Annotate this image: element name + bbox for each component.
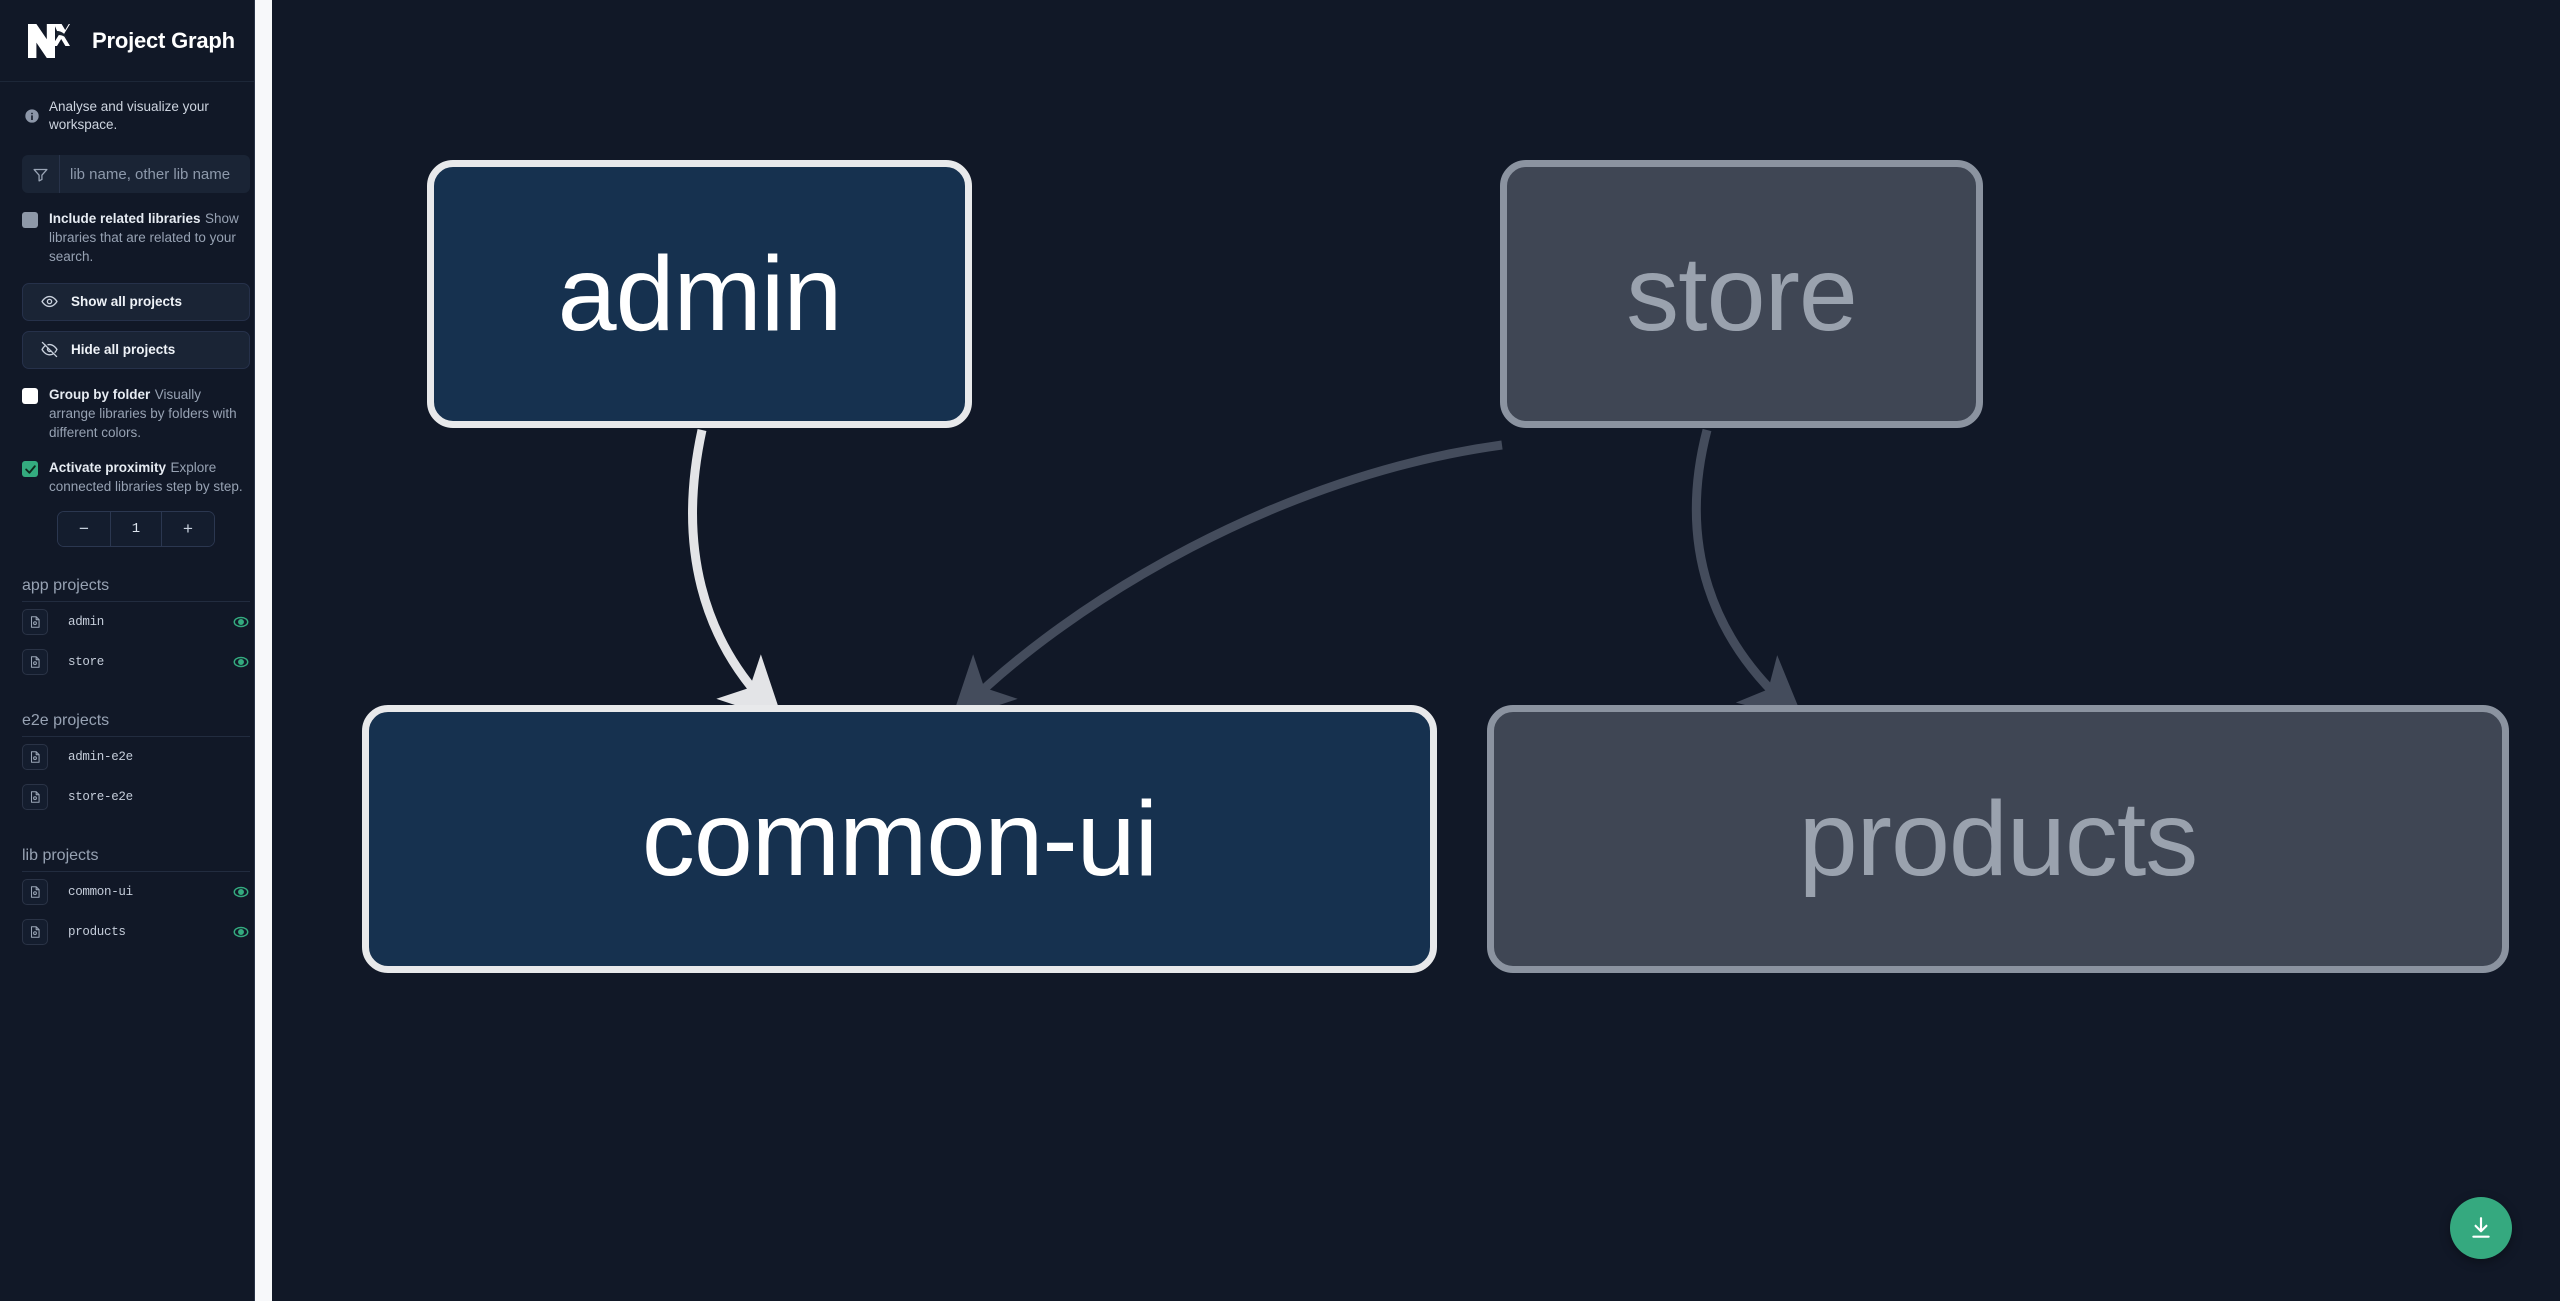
- project-group: e2e projects admin-e2e store-e2e: [0, 712, 272, 817]
- eye-icon: [41, 293, 58, 310]
- group-by-folder-option[interactable]: Group by folder Visually arrange librari…: [0, 369, 272, 443]
- tagline: Analyse and visualize your workspace.: [0, 82, 272, 145]
- download-graph-button[interactable]: [2450, 1197, 2512, 1259]
- project-name: admin-e2e: [68, 749, 133, 764]
- project-file-icon: [22, 743, 48, 770]
- show-all-projects-button[interactable]: Show all projects: [22, 282, 250, 321]
- info-icon: [24, 108, 40, 124]
- project-list-item[interactable]: admin: [22, 602, 250, 642]
- graph-canvas[interactable]: admin store common-ui products: [272, 0, 2560, 1301]
- show-all-projects-label: Show all projects: [71, 294, 183, 310]
- graph-node-common-ui[interactable]: common-ui: [362, 705, 1437, 973]
- group-by-folder-title: Group by folder: [49, 386, 151, 402]
- project-name: products: [68, 924, 126, 939]
- project-visibility-eye-icon[interactable]: [232, 653, 250, 671]
- project-file-icon: [22, 608, 48, 635]
- graph-node-label: store: [1626, 234, 1858, 353]
- tagline-text: Analyse and visualize your workspace.: [49, 99, 209, 132]
- project-list-item[interactable]: store-e2e: [22, 777, 250, 817]
- sidebar: Project Graph Analyse and visualize your…: [0, 0, 272, 1301]
- download-icon: [2468, 1215, 2494, 1241]
- project-file-icon: [22, 878, 48, 905]
- hide-all-projects-label: Hide all projects: [71, 342, 176, 358]
- eye-off-icon: [41, 341, 58, 358]
- project-visibility-eye-icon[interactable]: [232, 883, 250, 901]
- project-group-title: lib projects: [22, 847, 250, 872]
- project-name: store: [68, 654, 105, 669]
- project-name: admin: [68, 614, 105, 629]
- sidebar-scrollbar[interactable]: [254, 0, 272, 1301]
- project-file-icon: [22, 918, 48, 945]
- project-list-item[interactable]: admin-e2e: [22, 737, 250, 777]
- project-group: lib projects common-ui products: [0, 847, 272, 952]
- group-by-folder-checkbox[interactable]: [22, 387, 38, 404]
- activate-proximity-description: Explore connected libraries step by step…: [49, 460, 243, 495]
- hide-all-projects-button[interactable]: Hide all projects: [22, 330, 250, 369]
- graph-node-admin[interactable]: admin: [427, 160, 972, 428]
- sidebar-scroll-area[interactable]: Project Graph Analyse and visualize your…: [0, 0, 272, 1301]
- project-visibility-eye-icon[interactable]: [232, 613, 250, 631]
- filter-funnel-icon: [22, 155, 60, 194]
- project-list-item[interactable]: common-ui: [22, 872, 250, 912]
- project-name: store-e2e: [68, 789, 133, 804]
- activate-proximity-title: Activate proximity: [49, 460, 167, 476]
- proximity-stepper-wrap: − 1 +: [0, 497, 272, 547]
- project-list-item[interactable]: products: [22, 912, 250, 952]
- graph-node-label: common-ui: [641, 779, 1158, 898]
- include-related-option[interactable]: Include related libraries Show libraries…: [0, 193, 272, 267]
- proximity-stepper[interactable]: − 1 +: [57, 510, 215, 547]
- graph-node-label: products: [1798, 779, 2199, 898]
- activate-proximity-checkbox[interactable]: [22, 461, 38, 478]
- project-groups: app projects admin store e2e projects admin-…: [0, 577, 272, 952]
- sidebar-header: Project Graph: [0, 0, 272, 82]
- page-title: Project Graph: [92, 27, 235, 53]
- project-group-title: app projects: [22, 577, 250, 602]
- proximity-decrement-button[interactable]: −: [58, 511, 110, 546]
- graph-node-label: admin: [557, 234, 843, 353]
- include-related-description: Show libraries that are related to your …: [49, 211, 239, 265]
- edge-store-to-products: [1691, 428, 1804, 721]
- include-related-checkbox[interactable]: [22, 212, 38, 229]
- search-section: [0, 145, 272, 194]
- graph-edges-layer: [688, 428, 1804, 722]
- proximity-value: 1: [110, 511, 162, 546]
- activate-proximity-option[interactable]: Activate proximity Explore connected lib…: [0, 442, 272, 496]
- project-file-icon: [22, 783, 48, 810]
- graph-node-store[interactable]: store: [1500, 160, 1983, 428]
- project-list-item[interactable]: store: [22, 642, 250, 682]
- project-name: common-ui: [68, 884, 133, 899]
- edge-admin-to-common-ui: [688, 429, 784, 722]
- graph-node-products[interactable]: products: [1487, 705, 2509, 973]
- project-file-icon: [22, 648, 48, 675]
- search-input[interactable]: [60, 155, 250, 194]
- proximity-increment-button[interactable]: +: [162, 511, 214, 546]
- project-visibility-eye-icon[interactable]: [232, 923, 250, 941]
- project-group-title: e2e projects: [22, 712, 250, 737]
- project-group: app projects admin store: [0, 577, 272, 682]
- search-box[interactable]: [22, 155, 250, 194]
- edge-store-to-common-ui: [950, 440, 1503, 722]
- nx-logo-icon: [28, 21, 70, 61]
- visibility-buttons: Show all projects Hide all projects: [0, 267, 272, 369]
- group-by-folder-description: Visually arrange libraries by folders wi…: [49, 386, 237, 440]
- include-related-title: Include related libraries: [49, 211, 201, 227]
